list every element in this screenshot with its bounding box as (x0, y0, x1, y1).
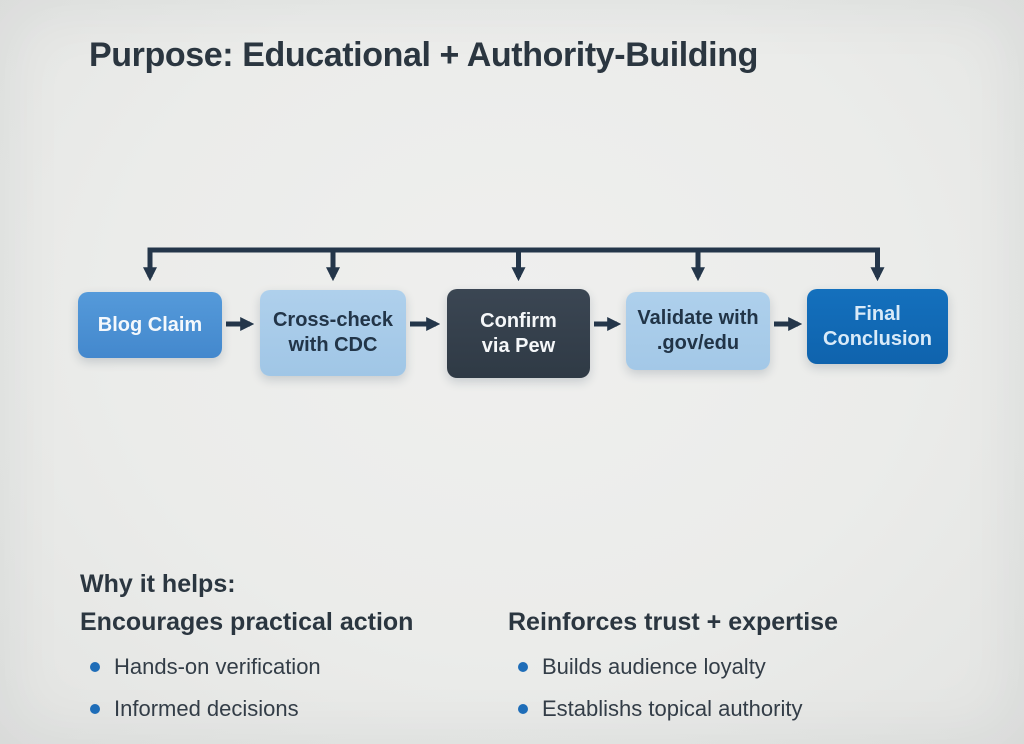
bullet-dot (90, 703, 100, 714)
list-item: Establishs topical authority (518, 695, 958, 724)
bullet-text: Establishs topical authority (542, 695, 803, 721)
list-item: Hands-on verification (90, 653, 490, 682)
flow-step-validate-gov-edu: Validate with .gov/edu (626, 292, 770, 370)
bullet-dot (518, 703, 528, 714)
bullet-dot (518, 662, 528, 672)
flow-step-cross-check-cdc: Cross-check with CDC (260, 290, 406, 376)
page-title: Purpose: Educational + Authority-Buildin… (89, 36, 758, 74)
column-heading: Reinforces trust + expertise (508, 608, 838, 636)
why-column-practical-action: Encourages practical action Hands-on ver… (80, 608, 490, 736)
bullet-dot (90, 662, 100, 672)
bullet-text: Hands-on verification (114, 654, 321, 679)
why-column-trust-expertise: Reinforces trust + expertise Builds audi… (508, 608, 958, 736)
column-heading: Encourages practical action (80, 608, 414, 636)
flow-step-confirm-pew: Confirm via Pew (447, 289, 590, 378)
why-it-helps-heading: Why it helps: (80, 570, 236, 598)
list-item: Builds audience loyalty (518, 653, 958, 682)
list-item: Informed decisions (90, 695, 490, 724)
flow-step-blog-claim: Blog Claim (78, 292, 222, 358)
flow-step-final-conclusion: Final Conclusion (807, 289, 948, 364)
bullet-text: Informed decisions (114, 695, 299, 721)
bullet-text: Builds audience loyalty (542, 654, 766, 679)
